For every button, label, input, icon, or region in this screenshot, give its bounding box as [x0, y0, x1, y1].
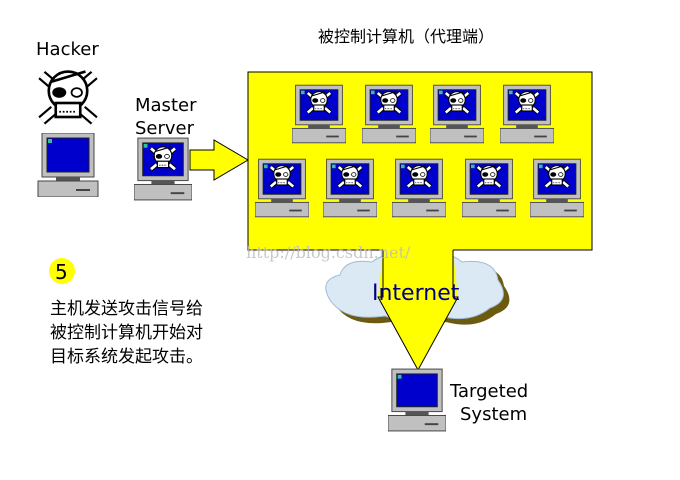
description: 主机发送攻击信号给 被控制计算机开始对 目标系统发起攻击。 [50, 297, 203, 369]
pirate-skull-icon [308, 92, 331, 113]
target-label-1: Targeted [449, 381, 528, 402]
arrow-right-icon [189, 139, 249, 181]
description-line: 被控制计算机开始对 [50, 323, 203, 343]
pirate-skull-icon [151, 147, 175, 169]
pirate-skull-icon [271, 166, 294, 187]
step-number: 5 [55, 260, 68, 284]
hacker-label: Hacker [36, 39, 99, 60]
hacker-computer-icon [37, 133, 99, 197]
watermark: http://blog.csdn.net/ [246, 243, 411, 262]
pirate-skull-icon [478, 166, 501, 187]
description-line: 主机发送攻击信号给 [50, 299, 203, 319]
description-line: 目标系统发起攻击。 [50, 347, 203, 367]
master-label-1: Master [135, 95, 197, 116]
internet-label: Internet [372, 281, 460, 306]
pirate-skull-icon [546, 166, 569, 187]
pirate-skull-icon [42, 72, 95, 121]
target-computer-icon [388, 368, 446, 432]
pirate-skull-icon [408, 166, 431, 187]
pirate-skull-icon [446, 92, 469, 113]
master-label-2: Server [135, 118, 195, 139]
step-badge [49, 258, 75, 284]
pirate-skull-icon [516, 92, 539, 113]
pirate-skull-icon [378, 92, 401, 113]
agents-title: 被控制计算机（代理端） [318, 27, 494, 46]
target-label-2: System [460, 404, 527, 425]
pirate-skull-icon [339, 166, 362, 187]
